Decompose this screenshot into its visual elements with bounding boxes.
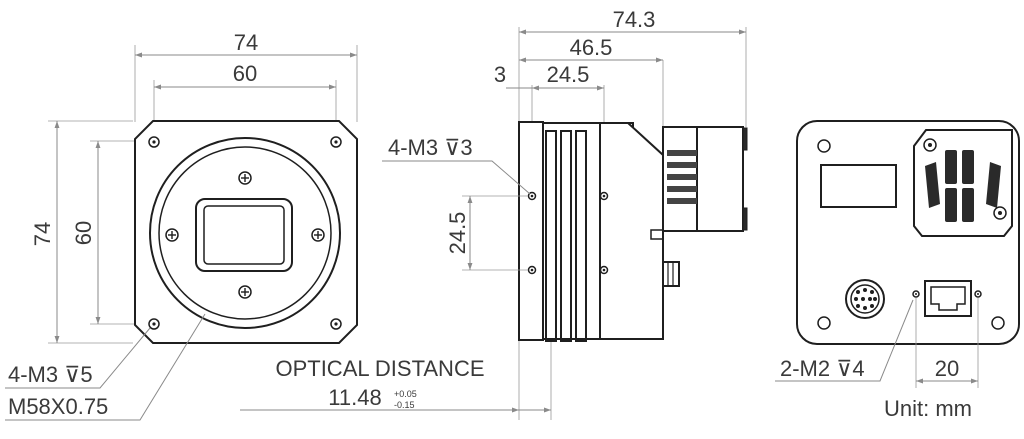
side-cooling-fins xyxy=(545,130,587,342)
side-mount-holes xyxy=(527,191,609,275)
side-rear-slots xyxy=(667,150,697,204)
side-hole-callout: 4-M3 ⊽3 xyxy=(388,135,473,160)
rear-label-plate xyxy=(820,164,897,208)
side-front-plate xyxy=(518,121,544,341)
sensor-frame-inner xyxy=(203,205,285,265)
rear-hole-spacing-label: 20 xyxy=(935,356,959,381)
lens-mount-outer-ring xyxy=(149,137,341,329)
side-length-total-label: 74.3 xyxy=(613,7,656,32)
front-hole-callout: 4-M3 ⊽5 xyxy=(8,362,93,387)
side-hole-spacing-label: 24.5 xyxy=(445,212,470,255)
side-hole-leader xyxy=(382,160,531,195)
side-rear-cap xyxy=(696,126,744,232)
rear-gpio-connector-icon xyxy=(845,279,885,319)
front-hole-leader xyxy=(5,327,151,389)
rear-hole-leader xyxy=(775,299,914,382)
optical-distance-tol-upper: +0.05 xyxy=(394,389,417,399)
mount-thread-leader xyxy=(5,313,206,421)
mount-thread-callout: M58X0.75 xyxy=(8,394,108,419)
side-small-tab xyxy=(650,229,664,240)
rear-corner-holes xyxy=(817,139,1005,330)
side-length-mid-label: 46.5 xyxy=(570,35,613,60)
side-rear-grip-bottom xyxy=(742,207,748,231)
front-view: 74 60 74 60 xyxy=(5,30,358,421)
front-height-inner-label: 60 xyxy=(71,221,96,245)
side-fin-span-label: 24.5 xyxy=(547,62,590,87)
side-view: 74.3 46.5 3 24.5 xyxy=(240,7,748,420)
unit-note: Unit: mm xyxy=(884,396,972,421)
side-connector-nub xyxy=(662,261,680,287)
optical-distance-tol-lower: -0.15 xyxy=(394,400,415,410)
rear-hole-callout: 2-M2 ⊽4 xyxy=(780,356,865,381)
front-height-outer-label: 74 xyxy=(30,222,55,246)
front-corner-holes xyxy=(148,136,342,330)
rear-fan-vents xyxy=(923,138,1007,222)
mount-screw-icons xyxy=(165,171,325,299)
sensor-frame-outer xyxy=(195,198,293,272)
lens-mount-inner-ring xyxy=(158,146,332,320)
side-rear-grip-top xyxy=(742,127,748,151)
side-offset-label: 3 xyxy=(494,62,506,87)
optical-distance-value: 11.48 xyxy=(328,385,381,410)
front-width-inner-label: 60 xyxy=(233,61,257,86)
rear-view: 2-M2 ⊽4 20 Unit: mm xyxy=(775,120,1020,421)
rear-ethernet-port-icon xyxy=(924,280,972,317)
front-body-outline xyxy=(134,120,358,344)
optical-distance-label: OPTICAL DISTANCE xyxy=(275,356,484,381)
side-rear-housing xyxy=(599,122,664,340)
front-width-outer-label: 74 xyxy=(234,30,258,55)
